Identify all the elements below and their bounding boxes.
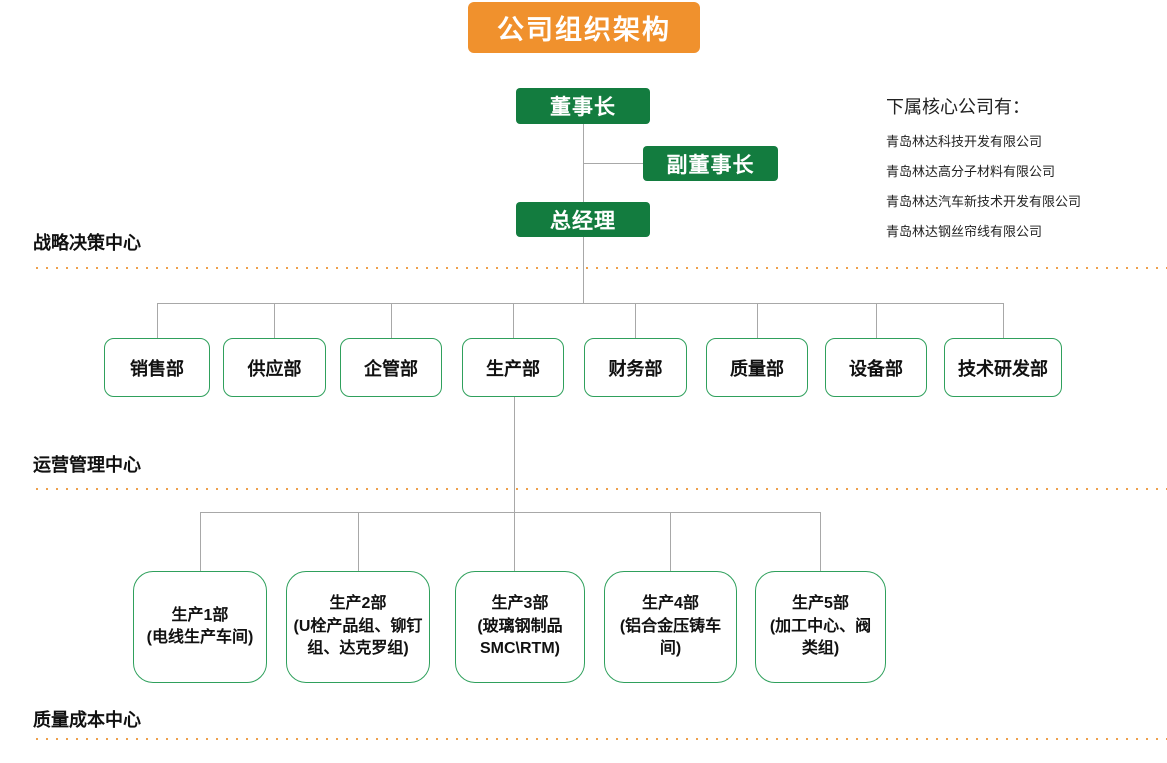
connector-line bbox=[358, 512, 359, 571]
connector-line bbox=[583, 163, 643, 164]
department-box-production: 生产部 bbox=[462, 338, 564, 397]
connector-line bbox=[514, 397, 515, 571]
production-box-3: 生产3部 (玻璃钢制品SMC\RTM) bbox=[455, 571, 585, 683]
connector-line bbox=[820, 512, 821, 571]
section-label-quality: 质量成本中心 bbox=[33, 710, 141, 730]
general-manager-box: 总经理 bbox=[516, 202, 650, 237]
subsidiary-item: 青岛林达钢丝帘线有限公司 bbox=[886, 224, 1043, 239]
vice-chairman-box: 副董事长 bbox=[643, 146, 778, 181]
connector-line bbox=[670, 512, 671, 571]
chairman-box: 董事长 bbox=[516, 88, 650, 124]
connector-line bbox=[274, 303, 275, 338]
section-divider-dotted-line bbox=[36, 488, 1167, 490]
subsidiary-item: 青岛林达高分子材料有限公司 bbox=[886, 164, 1056, 179]
department-box-supply: 供应部 bbox=[223, 338, 326, 397]
subsidiary-item: 青岛林达科技开发有限公司 bbox=[886, 134, 1043, 149]
department-box-finance: 财务部 bbox=[584, 338, 687, 397]
department-box-rnd: 技术研发部 bbox=[944, 338, 1062, 397]
connector-line bbox=[157, 303, 1003, 304]
connector-line bbox=[391, 303, 392, 338]
subsidiary-item: 青岛林达汽车新技术开发有限公司 bbox=[886, 194, 1082, 209]
connector-line bbox=[635, 303, 636, 338]
section-label-strategy: 战略决策中心 bbox=[33, 233, 141, 253]
chart-title: 公司组织架构 bbox=[468, 2, 700, 53]
section-label-operations: 运营管理中心 bbox=[33, 455, 141, 475]
section-divider-dotted-line bbox=[36, 267, 1167, 269]
department-box-enterprise-management: 企管部 bbox=[340, 338, 442, 397]
department-box-equipment: 设备部 bbox=[825, 338, 927, 397]
department-box-quality: 质量部 bbox=[706, 338, 808, 397]
connector-line bbox=[157, 303, 158, 338]
production-box-1: 生产1部 (电线生产车间) bbox=[133, 571, 267, 683]
connector-line bbox=[513, 303, 514, 338]
connector-line bbox=[200, 512, 201, 571]
connector-line bbox=[1003, 303, 1004, 338]
subsidiaries-heading: 下属核心公司有： bbox=[886, 97, 1030, 117]
production-box-5: 生产5部 (加工中心、阀类组) bbox=[755, 571, 886, 683]
connector-line bbox=[876, 303, 877, 338]
connector-line bbox=[583, 237, 584, 303]
section-divider-dotted-line bbox=[36, 738, 1167, 740]
connector-line bbox=[757, 303, 758, 338]
production-box-4: 生产4部 (铝合金压铸车间) bbox=[604, 571, 737, 683]
department-box-sales: 销售部 bbox=[104, 338, 210, 397]
production-box-2: 生产2部 (U栓产品组、铆钉组、达克罗组) bbox=[286, 571, 430, 683]
connector-line bbox=[200, 512, 820, 513]
